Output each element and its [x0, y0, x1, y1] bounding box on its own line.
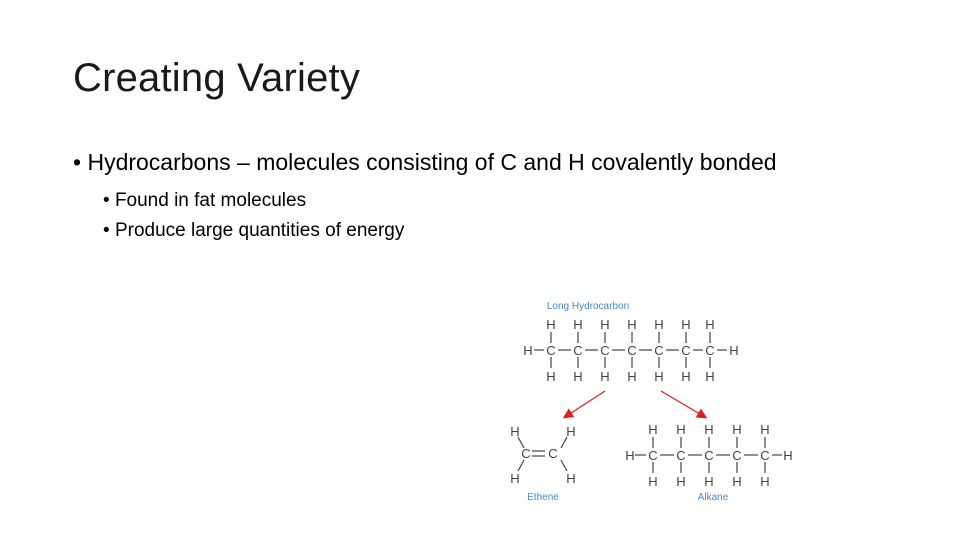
bullet-marker: • — [103, 220, 110, 241]
svg-text:H: H — [648, 422, 657, 437]
svg-text:H: H — [704, 422, 713, 437]
svg-text:H: H — [600, 317, 609, 332]
svg-text:H: H — [783, 448, 792, 463]
svg-text:H: H — [729, 343, 738, 358]
svg-text:H: H — [566, 424, 575, 439]
hydrocarbon-diagram: Long Hydrocarbon — [505, 295, 805, 510]
svg-text:H: H — [566, 471, 575, 486]
svg-text:C: C — [654, 343, 663, 358]
svg-text:C: C — [521, 446, 530, 461]
svg-text:H: H — [600, 369, 609, 384]
svg-text:C: C — [676, 448, 685, 463]
alkane-molecule — [635, 437, 782, 473]
svg-text:H: H — [627, 317, 636, 332]
svg-text:H: H — [676, 422, 685, 437]
svg-text:H: H — [573, 369, 582, 384]
svg-text:C: C — [627, 343, 636, 358]
sub-bullet-text: Produce large quantities of energy — [114, 220, 405, 241]
svg-text:C: C — [648, 448, 657, 463]
svg-text:H: H — [732, 474, 741, 489]
sub-bullet-item: • Found in fat molecules — [103, 186, 777, 216]
bullet-list: • Hydrocarbons – molecules consisting of… — [73, 146, 777, 246]
sub-bullet-text: Found in fat molecules — [114, 190, 307, 211]
svg-text:H: H — [705, 369, 714, 384]
ethene-label: Ethene — [527, 492, 559, 503]
ethene-atoms: H H C C H H — [510, 424, 575, 486]
svg-text:H: H — [760, 474, 769, 489]
svg-text:H: H — [654, 317, 663, 332]
svg-text:C: C — [573, 343, 582, 358]
bullet-marker: • — [73, 149, 82, 175]
svg-text:H: H — [510, 424, 519, 439]
bullet-text: Hydrocarbons – molecules consisting of C… — [87, 149, 777, 175]
alkane-label: Alkane — [698, 492, 729, 503]
svg-text:H: H — [523, 343, 532, 358]
svg-text:H: H — [625, 448, 634, 463]
long-hydrocarbon-label: Long Hydrocarbon — [547, 301, 629, 312]
svg-text:H: H — [648, 474, 657, 489]
svg-text:H: H — [681, 369, 690, 384]
svg-text:H: H — [732, 422, 741, 437]
svg-text:H: H — [760, 422, 769, 437]
svg-text:C: C — [760, 448, 769, 463]
long-hydrocarbon-molecule — [534, 332, 727, 368]
arrow-to-alkane — [660, 390, 708, 419]
svg-text:H: H — [681, 317, 690, 332]
svg-text:C: C — [681, 343, 690, 358]
svg-text:C: C — [546, 343, 555, 358]
svg-text:H: H — [676, 474, 685, 489]
svg-text:H: H — [627, 369, 636, 384]
svg-text:C: C — [600, 343, 609, 358]
svg-text:C: C — [705, 343, 714, 358]
slide-title: Creating Variety — [73, 56, 361, 100]
svg-text:H: H — [654, 369, 663, 384]
svg-text:H: H — [546, 317, 555, 332]
long-hydrocarbon-atoms: H H H H H H H H C C C C C C C H H H H — [523, 317, 738, 384]
arrow-to-ethene — [562, 390, 606, 419]
hydrocarbon-svg: Long Hydrocarbon — [510, 301, 792, 503]
svg-text:H: H — [546, 369, 555, 384]
svg-text:C: C — [732, 448, 741, 463]
svg-text:H: H — [510, 471, 519, 486]
ethene-molecule — [517, 436, 568, 472]
svg-text:C: C — [548, 446, 557, 461]
bullet-marker: • — [103, 190, 110, 211]
svg-text:H: H — [573, 317, 582, 332]
svg-text:C: C — [704, 448, 713, 463]
svg-text:H: H — [704, 474, 713, 489]
bullet-item: • Hydrocarbons – molecules consisting of… — [73, 146, 777, 178]
sub-bullet-item: • Produce large quantities of energy — [103, 216, 777, 246]
sub-bullet-list: • Found in fat molecules • Produce large… — [73, 186, 777, 246]
alkane-atoms: H H H H H H C C C C C H H H H H H — [625, 422, 792, 489]
svg-text:H: H — [705, 317, 714, 332]
